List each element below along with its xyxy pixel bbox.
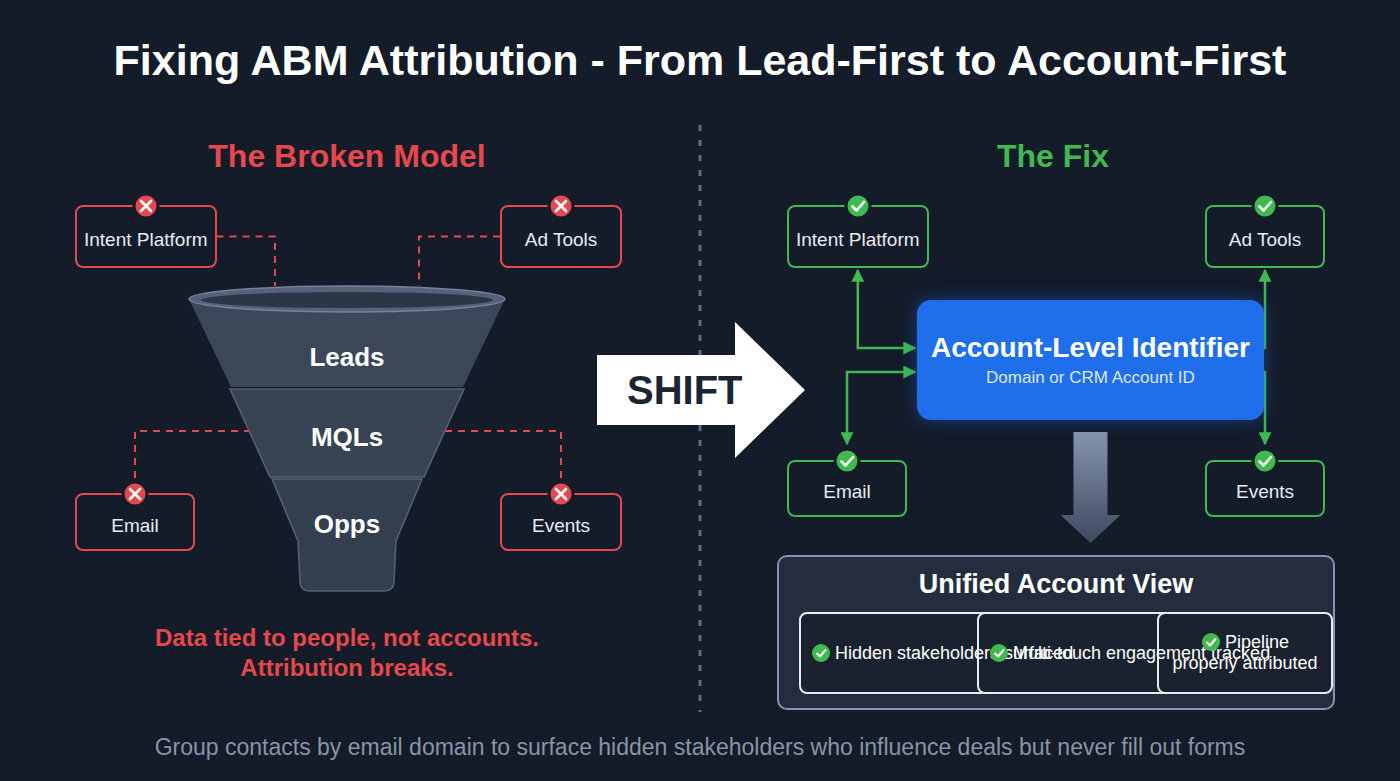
card-text: Pipeline properly attributed [1169,632,1321,673]
flow-arrow [1060,432,1120,543]
node-label: Opps [314,509,380,540]
source-box: Intent Platform [75,205,217,268]
funnel-stage: Opps [272,479,422,591]
source-box: Ad Tools [500,205,622,268]
check-icon [832,446,862,476]
sync-connector [858,270,915,348]
sync-connector [1264,372,1267,444]
funnel-body [272,479,422,591]
node-label: Events [532,515,590,536]
node-label: Ad Tools [525,229,598,250]
benefit-card: Pipeline properly attributed [1157,612,1333,694]
section-heading: The Fix [853,136,1253,176]
source-box: Ad Tools [1205,205,1325,268]
cross-icon [131,191,161,221]
dashed-connector [444,431,561,478]
warning-note: Data tied to people, not accounts. Attri… [112,623,582,683]
check-icon [1250,446,1280,476]
cross-icon [120,479,150,509]
node-label: MQLs [311,422,383,453]
source-box: Intent Platform [787,205,929,268]
node-label: Intent Platform [84,229,208,250]
dashed-connector [419,237,500,287]
shift-arrow: SHIFT [597,322,807,458]
dashed-connector [135,431,250,478]
source-box: Email [787,460,907,517]
node-label: Email [111,515,159,536]
caption: Group contacts by email domain to surfac… [0,733,1400,762]
node-label: Unified Account View [919,569,1194,600]
source-box: Events [500,493,622,551]
funnel-opening [201,292,493,308]
node-label: Events [1236,481,1294,502]
funnel-body [230,389,464,477]
card-label: Pipeline properly attributed [1172,632,1317,673]
diagram-title: Fixing ABM Attribution - From Lead-First… [0,34,1400,88]
identifier-box: Account-Level IdentifierDomain or CRM Ac… [917,300,1264,420]
cross-icon [546,191,576,221]
funnel-rim [189,286,505,312]
node-sublabel: Domain or CRM Account ID [986,368,1195,388]
funnel-stage: Leads [187,285,507,387]
node-label: Ad Tools [1229,229,1302,250]
check-icon [811,643,831,663]
check-icon [843,191,873,221]
node-label: Email [823,481,871,502]
check-icon [989,643,1009,663]
node-label: SHIFT [627,368,743,413]
shift-arrow-shape [597,322,805,458]
cross-icon [546,479,576,509]
dashed-connector [217,237,275,287]
source-box: Email [75,493,195,551]
sync-connector [1264,270,1267,348]
check-icon [1201,632,1221,652]
check-icon [1250,191,1280,221]
sync-connector [847,372,915,444]
node-label: Intent Platform [796,229,920,250]
source-box: Events [1205,460,1325,517]
funnel-stage: MQLs [230,389,464,477]
node-label: Leads [309,342,384,373]
node-label: Account-Level Identifier [931,332,1250,363]
summary-panel: Unified Account ViewHidden stakeholders … [777,555,1335,710]
section-heading: The Broken Model [147,136,547,176]
